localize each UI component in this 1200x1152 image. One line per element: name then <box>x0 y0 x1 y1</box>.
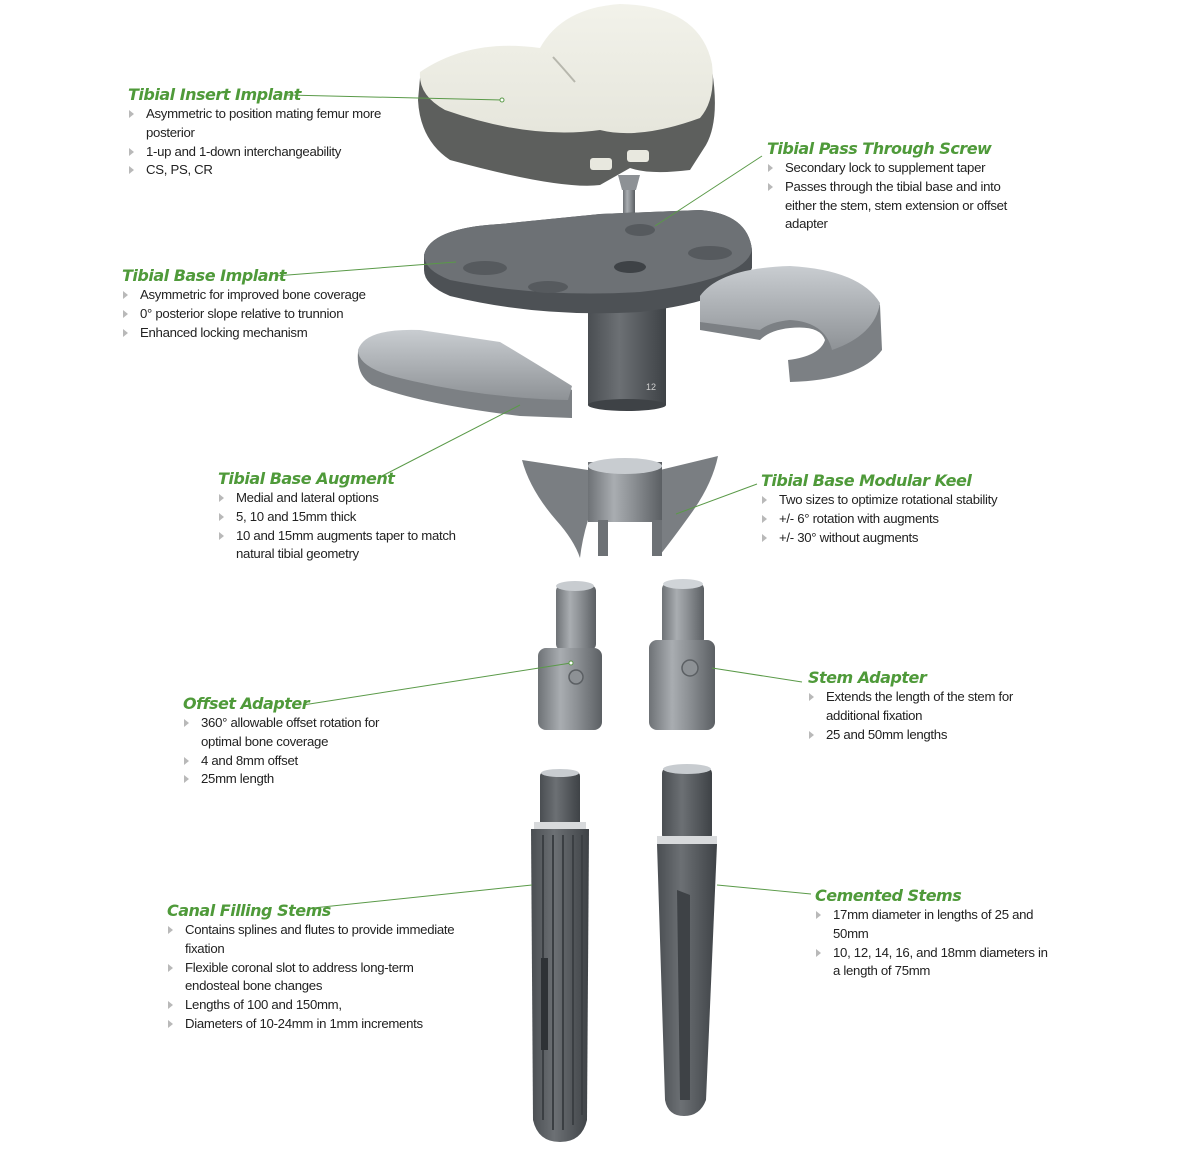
callout-bullet: 25mm length <box>183 770 383 789</box>
bullet-arrow-icon <box>168 1019 173 1028</box>
callout-tibial-insert-implant: Tibial Insert Implant Asymmetric to posi… <box>128 85 388 180</box>
bullet-arrow-icon <box>762 496 767 504</box>
bullet-arrow-icon <box>168 963 173 972</box>
callout-bullet: 17mm diameter in lengths of 25 and 50mm <box>815 906 1050 944</box>
callout-bullet: Enhanced locking mechanism <box>122 324 422 343</box>
callout-bullet: Asymmetric for improved bone coverage <box>122 286 422 305</box>
callout-offset-adapter: Offset Adapter 360° allowable offset rot… <box>183 694 383 789</box>
callout-title: Stem Adapter <box>808 668 927 687</box>
callout-title: Tibial Insert Implant <box>128 85 301 104</box>
bullet-arrow-icon <box>123 309 128 318</box>
callout-bullet: Two sizes to optimize rotational stabili… <box>761 491 1041 510</box>
leader-lines <box>274 94 812 909</box>
callout-bullet: Contains splines and flutes to provide i… <box>167 921 457 959</box>
callout-bullet: 10, 12, 14, 16, and 18mm diameters in a … <box>815 944 1050 982</box>
callout-bullet: Secondary lock to supplement taper <box>767 159 1027 178</box>
callout-tibial-base-augment: Tibial Base Augment Medial and lateral o… <box>218 469 488 564</box>
callout-bullet: 0° posterior slope relative to trunnion <box>122 305 422 324</box>
callout-bullet: 10 and 15mm augments taper to match natu… <box>218 527 488 565</box>
callout-bullet: +/- 6° rotation with augments <box>761 510 1041 529</box>
callout-title: Tibial Base Implant <box>122 266 287 285</box>
callout-bullet: 360° allowable offset rotation for optim… <box>183 714 383 752</box>
bullet-arrow-icon <box>168 1001 173 1010</box>
tibial-base-augment-graphic <box>357 266 882 418</box>
callout-stem-adapter: Stem Adapter Extends the length of the s… <box>808 668 1023 744</box>
bullet-arrow-icon <box>809 730 814 739</box>
callout-bullet: 25 and 50mm lengths <box>808 726 1023 745</box>
callout-bullet: Lengths of 100 and 150mm, <box>167 996 457 1015</box>
offset-adapter-graphic <box>538 581 602 730</box>
bullet-arrow-icon <box>816 948 821 957</box>
callout-tibial-base-implant: Tibial Base Implant Asymmetric for impro… <box>122 266 422 342</box>
bullet-arrow-icon <box>219 512 224 521</box>
bullet-arrow-icon <box>816 911 821 919</box>
callout-bullet: +/- 30° without augments <box>761 529 1041 548</box>
callout-title: Tibial Base Augment <box>218 469 395 488</box>
callout-bullet: 5, 10 and 15mm thick <box>218 508 488 527</box>
bullet-arrow-icon <box>168 926 173 934</box>
callout-title: Tibial Pass Through Screw <box>767 139 992 158</box>
bullet-arrow-icon <box>129 147 134 156</box>
callout-bullet: Asymmetric to position mating femur more… <box>128 105 388 143</box>
bullet-arrow-icon <box>762 514 767 523</box>
tibial-base-implant-graphic: 12 <box>424 210 752 411</box>
bullet-arrow-icon <box>809 693 814 701</box>
bullet-arrow-icon <box>184 719 189 727</box>
callout-bullet: Diameters of 10-24mm in 1mm increments <box>167 1015 457 1034</box>
stem-adapter-graphic <box>649 579 715 730</box>
callout-bullet: Extends the length of the stem for addit… <box>808 688 1023 726</box>
callout-cemented-stems: Cemented Stems 17mm diameter in lengths … <box>815 886 1050 981</box>
callout-bullet: Medial and lateral options <box>218 489 488 508</box>
bullet-arrow-icon <box>762 533 767 542</box>
bullet-arrow-icon <box>768 164 773 172</box>
callout-bullet: 4 and 8mm offset <box>183 752 383 771</box>
tibial-insert-implant-graphic <box>418 4 715 186</box>
cemented-stem-graphic <box>657 764 717 1116</box>
callout-bullet: 1-up and 1-down interchangeability <box>128 143 388 162</box>
callout-bullet: Flexible coronal slot to address long-te… <box>167 959 457 997</box>
bullet-arrow-icon <box>219 531 224 540</box>
bullet-arrow-icon <box>184 775 189 784</box>
bullet-arrow-icon <box>129 166 134 175</box>
callout-title: Offset Adapter <box>183 694 310 713</box>
tibial-base-modular-keel-graphic <box>522 456 718 558</box>
callout-canal-filling-stems: Canal Filling Stems Contains splines and… <box>167 901 457 1034</box>
bullet-arrow-icon <box>123 328 128 337</box>
canal-filling-stem-graphic <box>531 769 589 1142</box>
bullet-arrow-icon <box>768 182 773 191</box>
callout-bullet: CS, PS, CR <box>128 161 388 180</box>
bullet-arrow-icon <box>219 494 224 502</box>
callout-tibial-pass-through-screw: Tibial Pass Through Screw Secondary lock… <box>767 139 1027 234</box>
bullet-arrow-icon <box>123 291 128 299</box>
callout-title: Canal Filling Stems <box>167 901 331 920</box>
callout-title: Tibial Base Modular Keel <box>761 471 972 490</box>
callout-title: Cemented Stems <box>815 886 962 905</box>
bullet-arrow-icon <box>129 110 134 118</box>
callout-tibial-base-modular-keel: Tibial Base Modular Keel Two sizes to op… <box>761 471 1041 547</box>
bullet-arrow-icon <box>184 756 189 765</box>
callout-bullet: Passes through the tibial base and into … <box>767 178 1027 234</box>
base-marking: 12 <box>646 382 656 392</box>
